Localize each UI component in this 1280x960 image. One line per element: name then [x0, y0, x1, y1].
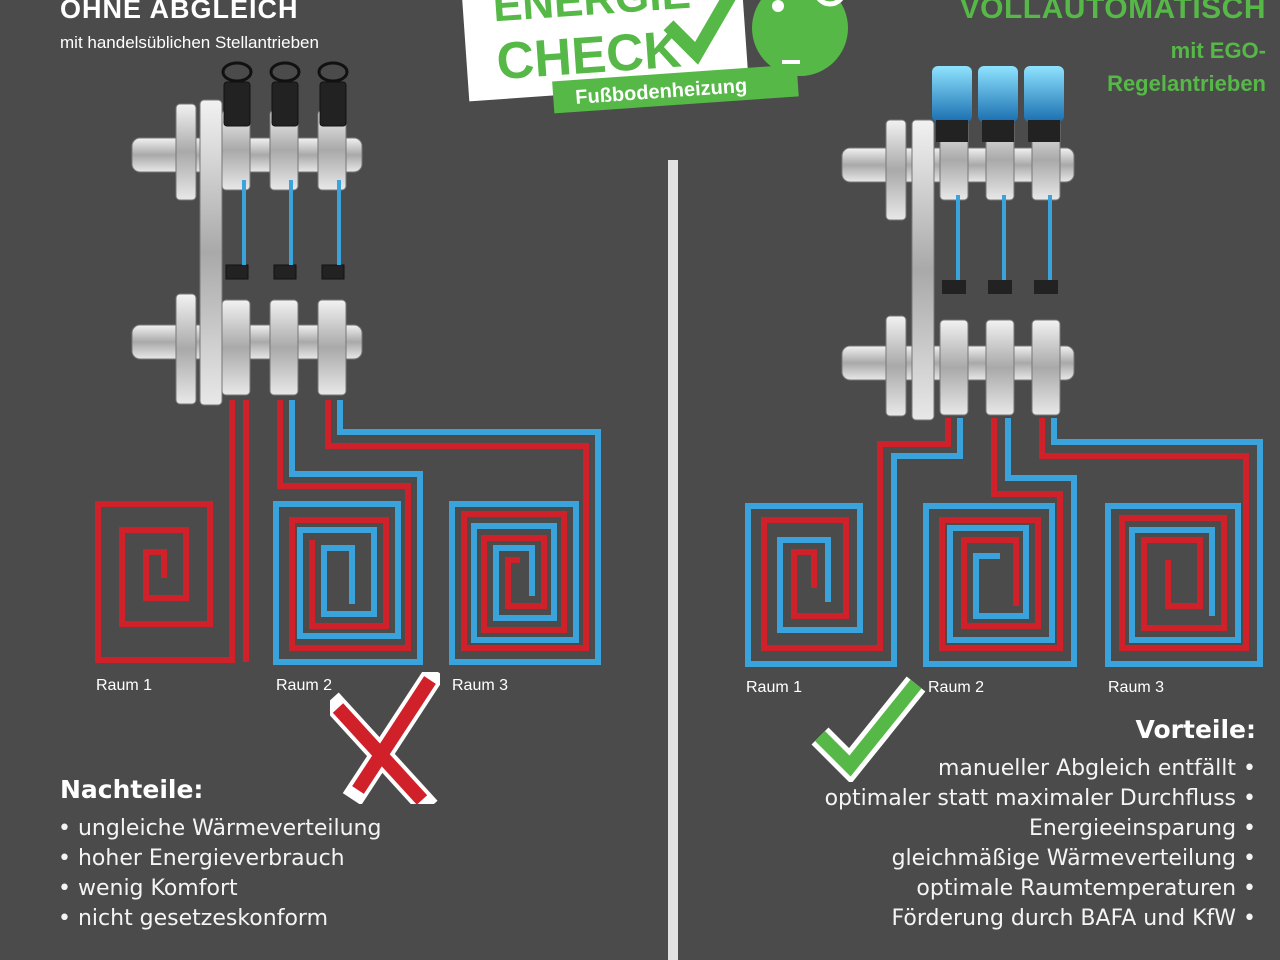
right-room-labels: Raum 1 Raum 2 Raum 3 — [746, 679, 1164, 696]
cons-item: • wenig Komfort — [58, 876, 238, 901]
left-diagram: Raum 1 Raum 2 Raum 3 — [95, 61, 601, 694]
left-room2-loop — [273, 400, 423, 665]
right-subheading-line2: Regelantrieben — [1107, 71, 1266, 96]
cons-item: • hoher Energieverbrauch — [58, 846, 345, 871]
pros-item: manueller Abgleich entfällt • — [937, 756, 1256, 781]
right-room2-loop — [923, 418, 1077, 667]
green-checkmark-icon — [811, 676, 926, 782]
left-room-label-2: Raum 2 — [276, 677, 332, 694]
right-diagram: Raum 1 Raum 2 Raum 3 — [745, 66, 1263, 696]
pros-item: Förderung durch BAFA und KfW • — [891, 906, 1256, 931]
cons-list: • ungleiche Wärmeverteilung • hoher Ener… — [58, 814, 381, 934]
right-heading: VOLLAUTOMATISCH — [959, 0, 1266, 25]
pros-title: Vorteile: — [1135, 715, 1256, 744]
right-subheading-line1: mit EGO- — [1170, 38, 1266, 63]
right-room-label-2: Raum 2 — [928, 679, 984, 696]
pros-item: optimaler statt maximaler Durchfluss • — [824, 786, 1256, 811]
left-room-labels: Raum 1 Raum 2 Raum 3 — [96, 677, 508, 694]
cons-title: Nachteile: — [60, 775, 204, 804]
left-room-label-3: Raum 3 — [452, 677, 508, 694]
red-x-cross-icon — [330, 672, 440, 804]
right-room1-loop — [745, 418, 963, 667]
left-manifold — [131, 99, 363, 406]
center-divider — [668, 160, 678, 960]
cons-item: • nicht gesetzeskonform — [58, 906, 329, 931]
cons-item: • ungleiche Wärmeverteilung — [58, 816, 382, 841]
pros-item: optimale Raumtemperaturen • — [916, 876, 1256, 901]
left-room3-loop — [325, 400, 601, 665]
piggy-bank-icon — [752, 0, 848, 76]
logo-check-icon — [663, 0, 744, 65]
right-ego-actuators — [932, 66, 1064, 294]
energie-check-logo: ENERGIE CHECK Fußbodenheizung — [461, 0, 848, 114]
right-room-label-3: Raum 3 — [1108, 679, 1164, 696]
left-actuators — [221, 61, 349, 280]
left-heading: OHNE ABGLEICH — [60, 0, 299, 24]
pros-item: Energieeinsparung • — [1028, 816, 1256, 841]
right-room3-loop — [1039, 418, 1263, 667]
right-flowmeter-tubes — [956, 195, 1052, 280]
pros-item: gleichmäßige Wärmeverteilung • — [891, 846, 1256, 871]
left-room1-loop — [95, 400, 249, 663]
left-flowmeter-tubes — [242, 180, 341, 265]
left-subheading: mit handelsüblichen Stellantrieben — [60, 33, 319, 52]
left-room-label-1: Raum 1 — [96, 677, 152, 694]
pros-list: manueller Abgleich entfällt • optimaler … — [825, 754, 1256, 934]
right-manifold — [841, 119, 1075, 421]
right-room-label-1: Raum 1 — [746, 679, 802, 696]
